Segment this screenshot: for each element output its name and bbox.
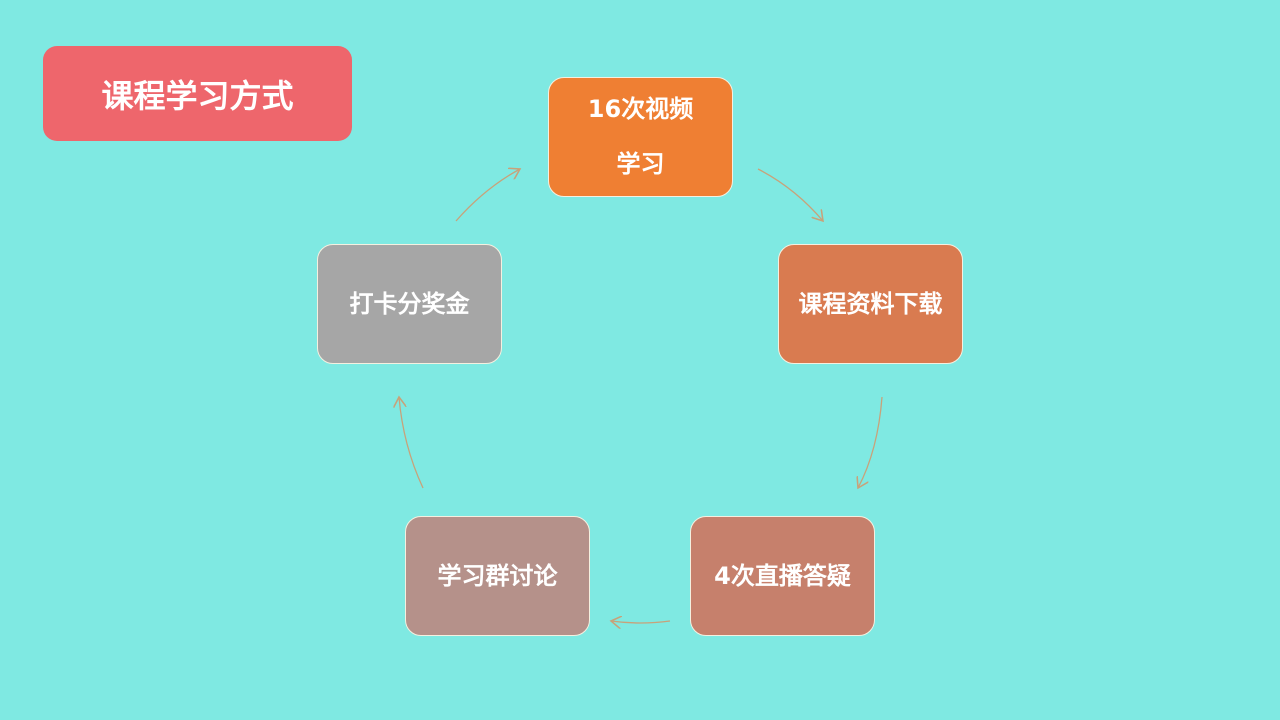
node-live-qa: 4次直播答疑 <box>690 516 875 636</box>
node-checkin-bonus: 打卡分奖金 <box>317 244 502 364</box>
arrow-3 <box>611 621 671 623</box>
arrow-4 <box>399 397 424 489</box>
node-video-learning: 16次视频 学习 <box>548 77 733 197</box>
node-group-discussion: 学习群讨论 <box>405 516 590 636</box>
arrow-2 <box>858 396 883 488</box>
arrow-5 <box>455 169 520 222</box>
node-course-materials: 课程资料下载 <box>778 244 963 364</box>
arrow-1 <box>757 168 823 221</box>
page-title: 课程学习方式 <box>43 46 352 141</box>
